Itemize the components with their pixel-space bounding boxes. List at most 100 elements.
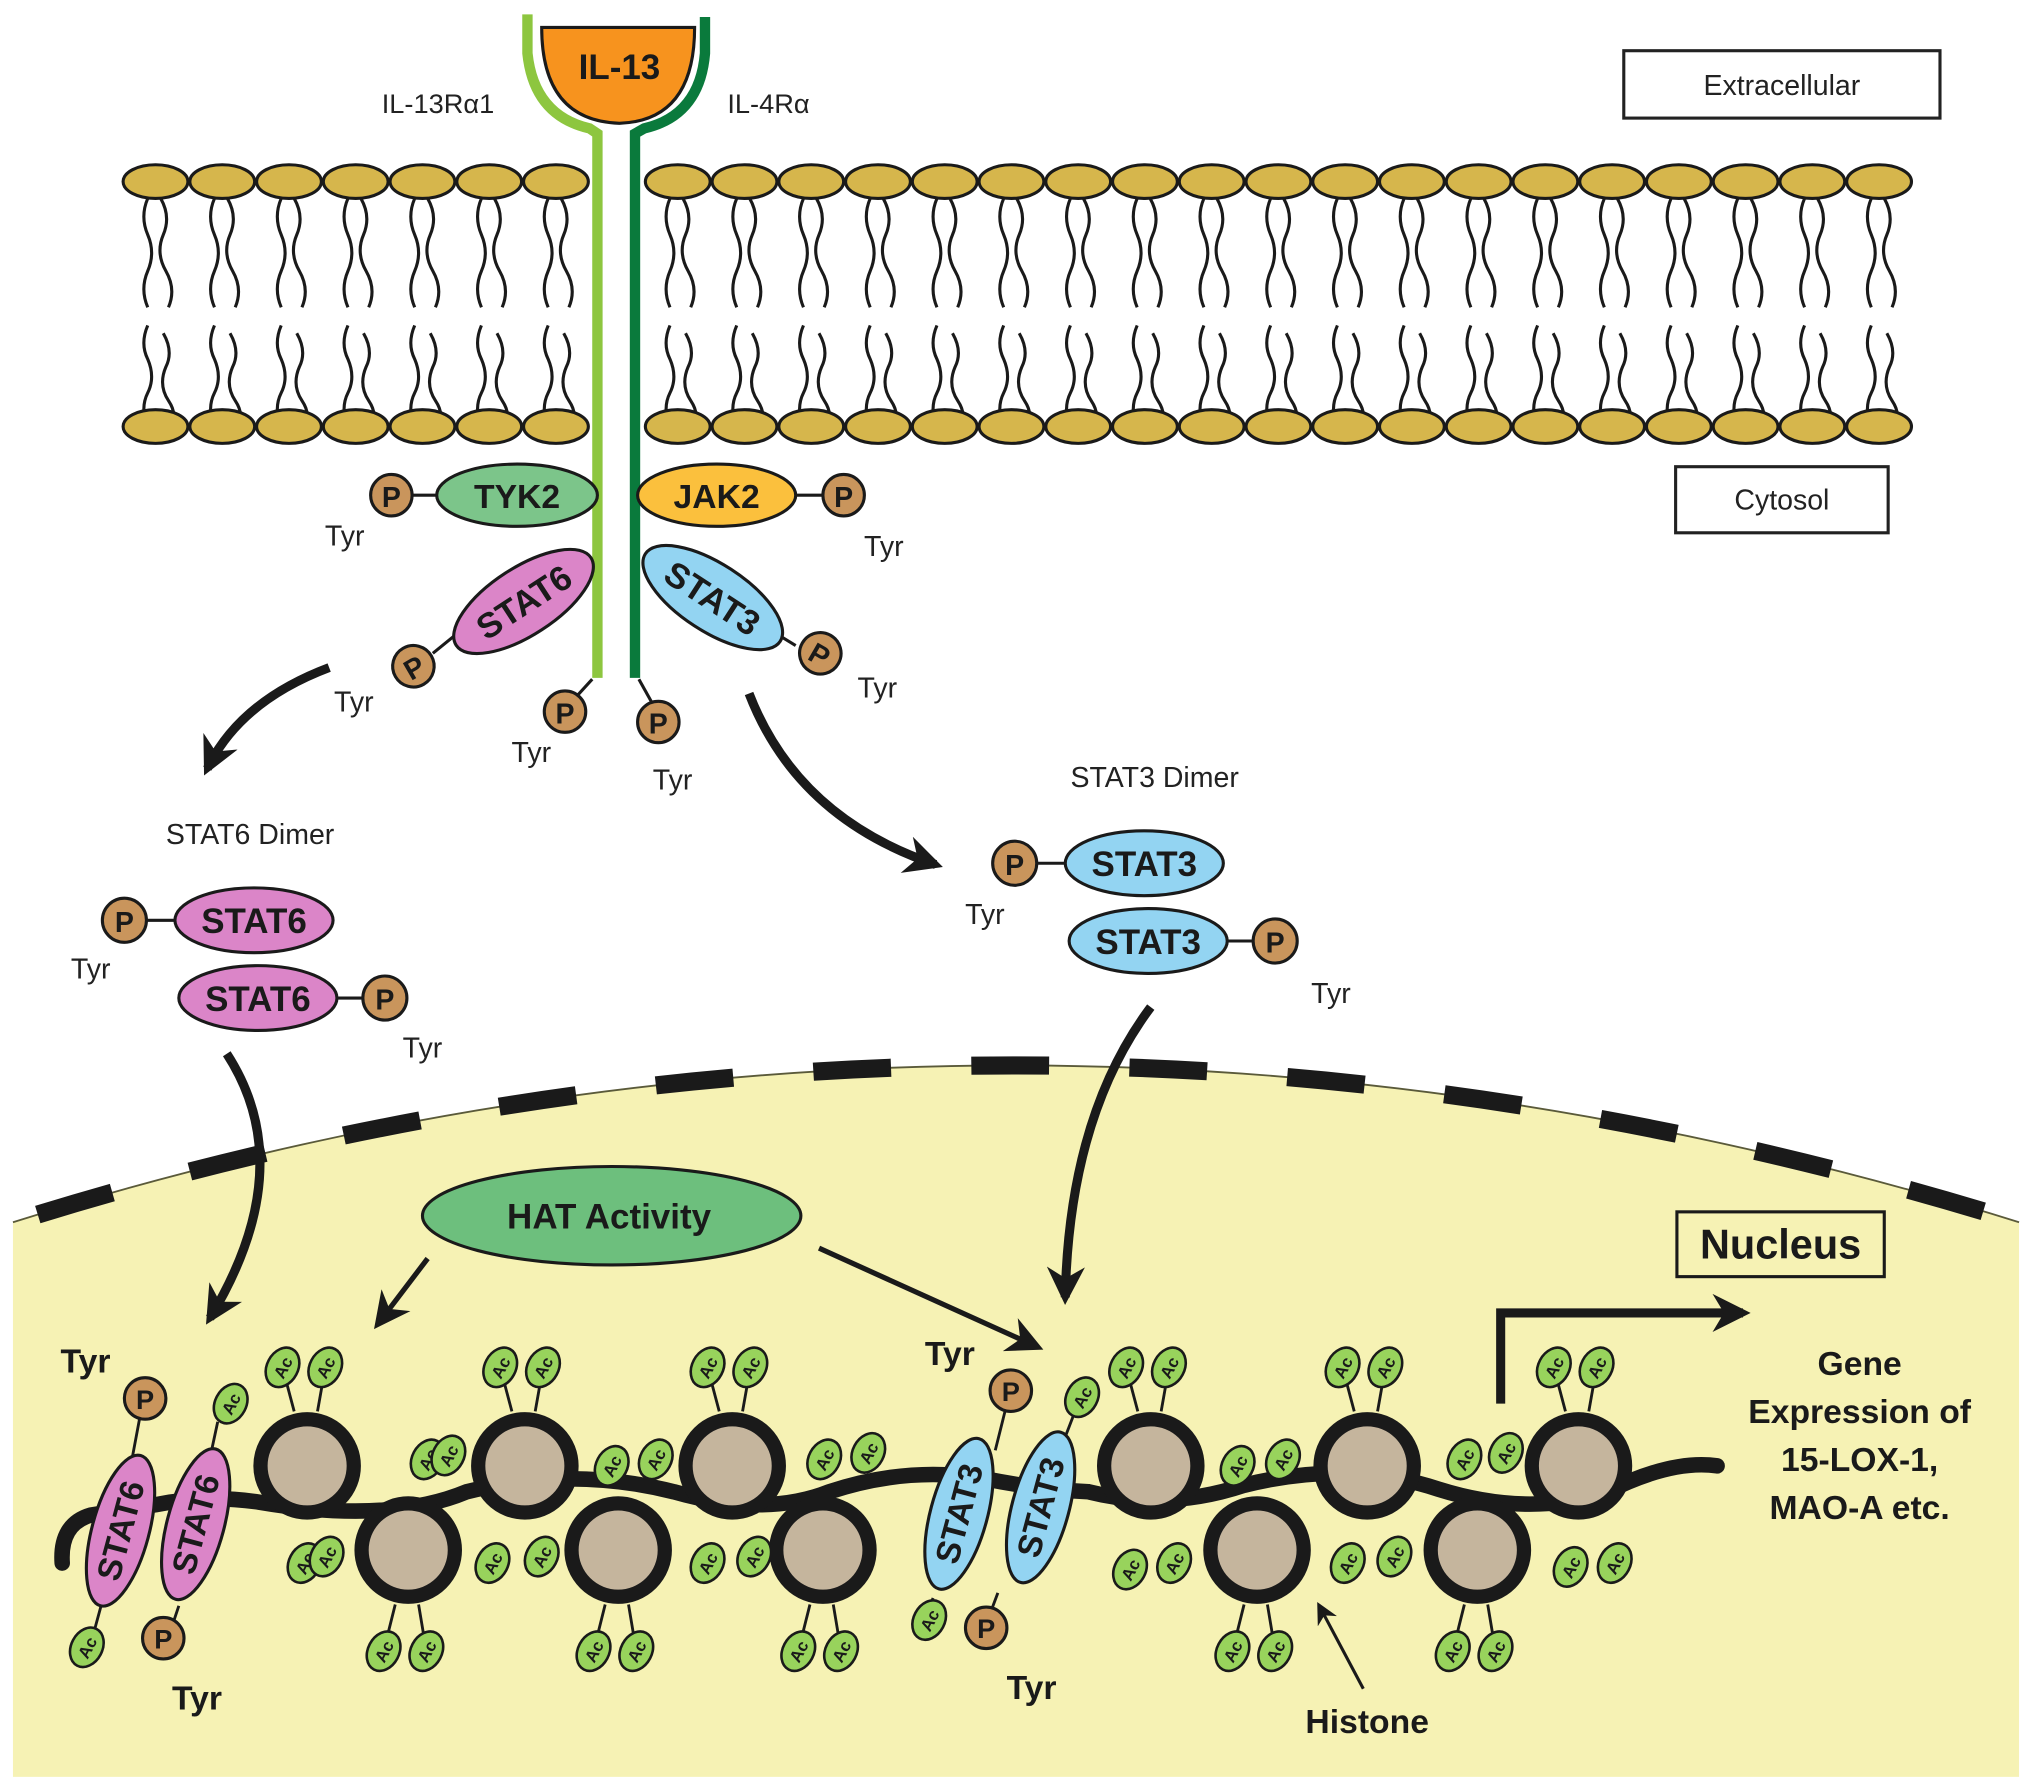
lipid-head-outer xyxy=(1778,163,1847,200)
acetyl-group: Ac xyxy=(911,1599,948,1642)
lipid xyxy=(1377,163,1446,445)
lipid-head-inner xyxy=(1110,408,1179,445)
lipid-head-outer xyxy=(1644,163,1713,200)
lipid xyxy=(710,163,779,445)
lipid-head-outer xyxy=(1044,163,1113,200)
stat6-dna-phospho-top: P xyxy=(122,1376,168,1421)
stat3-dna-phospho-bottom: P xyxy=(963,1605,1009,1651)
lipid xyxy=(1511,163,1580,445)
stat6-tyr-label: Tyr xyxy=(334,687,374,719)
stat6-dimer-label: STAT6 Dimer xyxy=(166,819,335,851)
cytosol-box: Cytosol xyxy=(1674,465,1890,535)
acetyl-group: Ac xyxy=(308,1535,345,1578)
lipid-head-outer xyxy=(455,163,524,200)
acetyl-group: Ac xyxy=(474,1542,511,1585)
acetyl-group: Ac xyxy=(1111,1548,1149,1591)
svg-text:P: P xyxy=(556,698,575,730)
acetyl-group: Ac xyxy=(1219,1444,1256,1487)
acetyl-group: Ac xyxy=(264,1346,301,1412)
stat3-top-phospho: P xyxy=(991,839,1039,887)
acetyl-group: Ac xyxy=(1324,1346,1361,1412)
acetyl-group: Ac xyxy=(637,1438,674,1481)
lipid xyxy=(1444,163,1513,445)
acetyl-group: Ac xyxy=(1535,1346,1572,1412)
lipid-head-outer xyxy=(188,163,257,200)
acetyl-group: Ac xyxy=(1446,1438,1483,1481)
svg-text:P: P xyxy=(1002,1376,1020,1407)
lipid-head-inner xyxy=(521,408,590,445)
lipid-head-outer xyxy=(388,163,457,200)
acetyl-group: Ac xyxy=(1329,1542,1366,1585)
stat6-top-tyr: Tyr xyxy=(71,954,111,986)
acetyl-group: Ac xyxy=(1578,1346,1615,1412)
stat3-monomer-top: STAT3 xyxy=(1063,829,1225,898)
stat3-phospho: P xyxy=(798,631,843,676)
svg-text:MAO-A etc.: MAO-A etc. xyxy=(1769,1490,1949,1527)
lipid-head-inner xyxy=(910,408,979,445)
lipid-head-outer xyxy=(1511,163,1580,200)
lipid-head-inner xyxy=(1778,408,1847,445)
transcription-start-arrow xyxy=(1496,1293,1751,1404)
receptors: IL-13 IL-13Rα1 IL-4Rα xyxy=(382,14,810,678)
stat6-dimerization-arrow xyxy=(203,663,331,776)
extracellular-box: Extracellular xyxy=(1622,49,1942,120)
lipid-head-outer xyxy=(1578,163,1647,200)
lipid-head-inner xyxy=(455,408,524,445)
acetyl-group: Ac xyxy=(1477,1604,1514,1673)
lipid-head-outer xyxy=(1244,163,1313,200)
lipid-head-inner xyxy=(188,408,257,445)
stat6-monomer-bottom: STAT6 xyxy=(177,964,339,1032)
stat6-dna-tyr-top: Tyr xyxy=(61,1344,111,1381)
lipid xyxy=(777,163,846,445)
stat6-dna-phospho-bottom: P xyxy=(140,1615,186,1661)
jak2-tyr-label: Tyr xyxy=(864,531,904,563)
svg-text:Extracellular: Extracellular xyxy=(1703,70,1860,102)
acetyl-group: Ac xyxy=(408,1604,445,1673)
acetyl-group: Ac xyxy=(523,1535,560,1578)
histone xyxy=(1423,1496,1532,1604)
stat3-tyr-label: Tyr xyxy=(858,672,898,704)
stat3-monomer-bottom: STAT3 xyxy=(1067,907,1229,975)
lipid xyxy=(977,163,1046,445)
lipid-head-inner xyxy=(643,408,712,445)
stat3-bottom-tyr: Tyr xyxy=(1311,978,1351,1010)
jak2-kinase: JAK2 xyxy=(636,462,798,528)
svg-text:P: P xyxy=(375,985,394,1017)
il4ra-receptor xyxy=(629,17,711,678)
lipid xyxy=(1644,163,1713,445)
acetyl-group: Ac xyxy=(1108,1346,1145,1412)
lipid-head-inner xyxy=(844,408,912,445)
cytosol-arrows xyxy=(203,663,1155,1325)
plasma-membrane xyxy=(121,163,1914,445)
stat3-dimer: STAT3 Dimer STAT3 P Tyr STAT3 P Tyr xyxy=(965,762,1351,1010)
lipid-head-outer xyxy=(1444,163,1513,200)
lipid xyxy=(1778,163,1847,445)
il4ra-tyr-label: Tyr xyxy=(653,764,693,796)
lipid-head-outer xyxy=(255,163,323,200)
jak2-phospho: P xyxy=(821,472,866,518)
acetyl-group: Ac xyxy=(1596,1542,1633,1585)
acetyl-group: Ac xyxy=(1257,1604,1294,1673)
histone xyxy=(471,1412,579,1520)
stat6-top-phospho: P xyxy=(100,896,148,944)
receptor-complex: TYK2 P Tyr JAK2 P Tyr STAT6 P Tyr xyxy=(325,462,904,796)
nuclear-envelope-dashes xyxy=(10,1056,2022,1231)
il13ra1-label: IL-13Rα1 xyxy=(382,88,495,119)
stat3-dimerization-arrow xyxy=(744,691,943,873)
lipid xyxy=(188,163,257,445)
acetyl-group: Ac xyxy=(1434,1604,1471,1673)
lipid-head-outer xyxy=(910,163,979,200)
acetyl-group: Ac xyxy=(212,1382,249,1425)
lipid-head-outer xyxy=(710,163,779,200)
lipid xyxy=(1578,163,1647,445)
lipid-head-inner xyxy=(121,408,190,445)
svg-text:P: P xyxy=(834,482,853,514)
lipid-head-outer xyxy=(1711,163,1780,200)
stat3-nuclear-import-arrow xyxy=(1046,1004,1155,1306)
acetyl-group: Ac xyxy=(1487,1431,1524,1474)
lipid xyxy=(1711,163,1780,445)
il13ra1-tyr-label: Tyr xyxy=(512,737,552,769)
acetyl-group: Ac xyxy=(1367,1346,1404,1412)
acetyl-group: Ac xyxy=(593,1444,630,1487)
lipid xyxy=(844,163,912,445)
